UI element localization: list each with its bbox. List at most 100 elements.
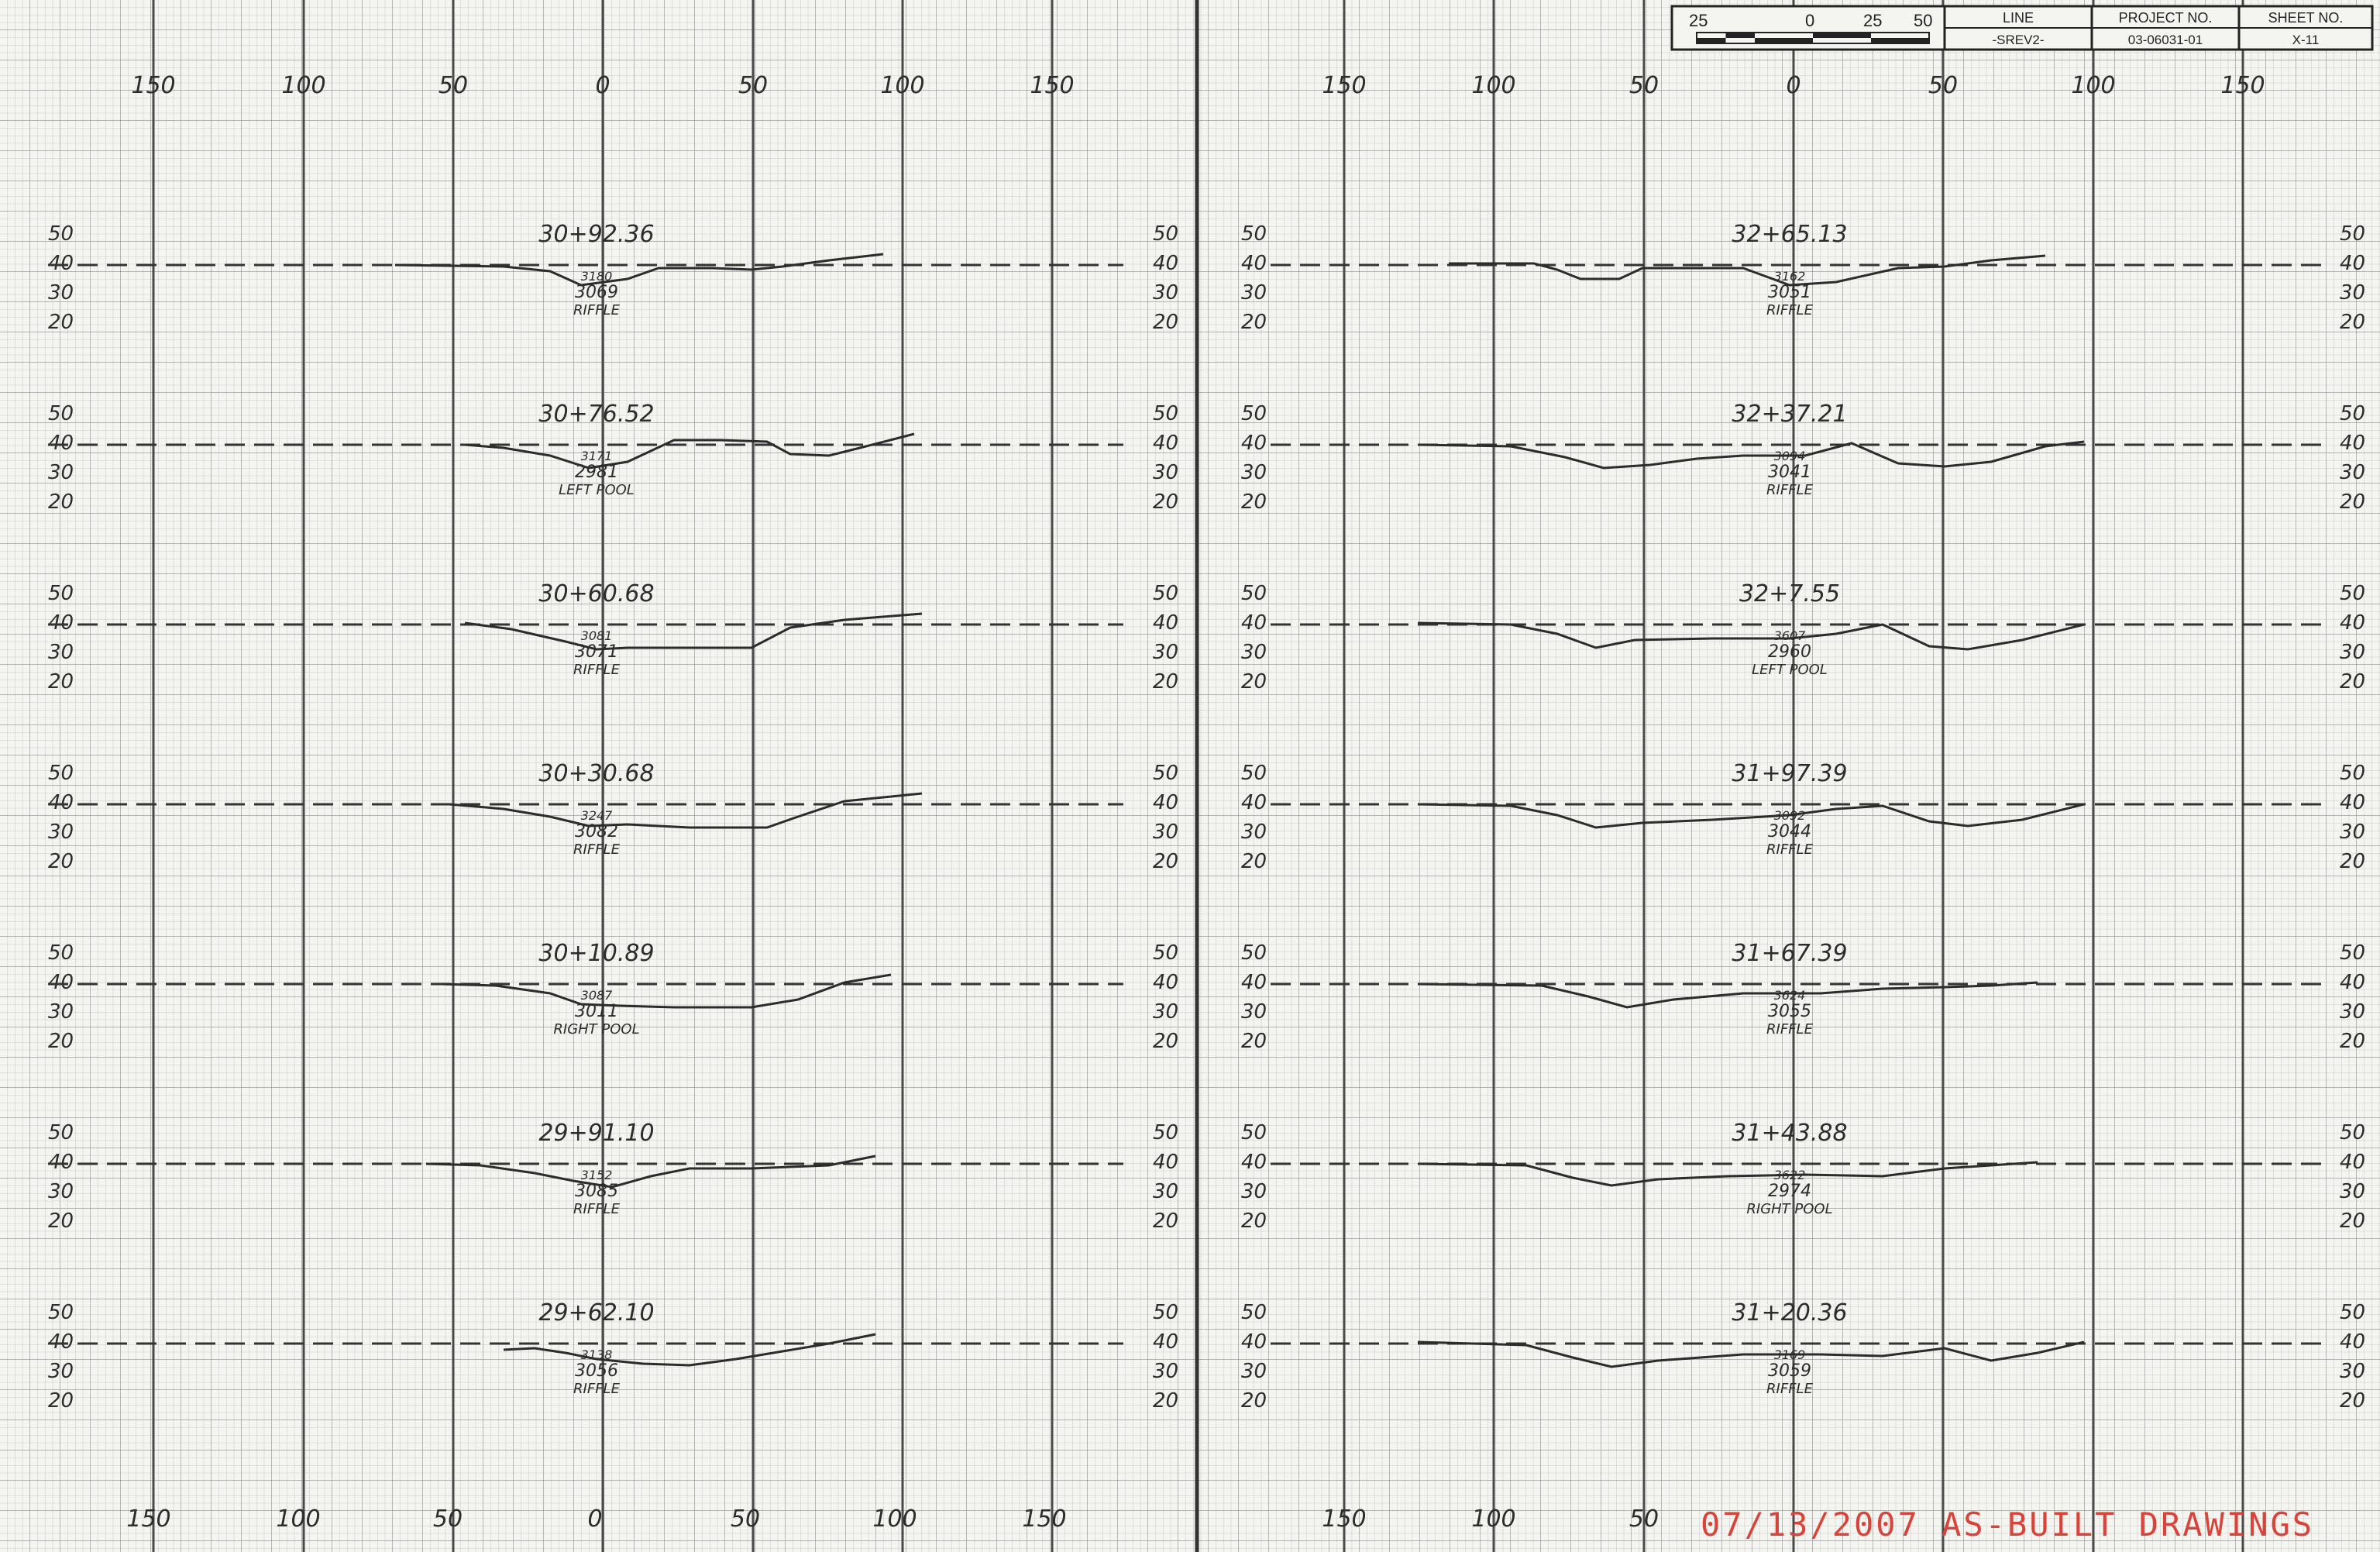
station-label: 32+37.21 xyxy=(1732,401,1847,428)
elevation-tick-label: 20 xyxy=(48,670,74,693)
feature-label: RIFFLE xyxy=(573,662,621,678)
elevation-tick-label: 30 xyxy=(48,1360,74,1383)
elevation-tick-label: 50 xyxy=(1241,762,1267,785)
elevation-tick-label: 40 xyxy=(2340,252,2365,275)
elevation-tick-label: 40 xyxy=(2340,1330,2365,1354)
elevation-tick-label: 50 xyxy=(1153,1301,1178,1324)
elevation-tick-label: 50 xyxy=(1153,762,1178,785)
elevation-tick-label: 40 xyxy=(1241,1330,1267,1354)
ground-profile-line xyxy=(1449,254,2046,287)
elevation-tick-label: 20 xyxy=(2340,1210,2365,1233)
elevation-tick-label: 50 xyxy=(2340,941,2365,965)
elevation-label: 3162 xyxy=(1774,269,1806,284)
elevation-label: 3059 xyxy=(1768,1361,1811,1381)
feature-label: RIGHT POOL xyxy=(1746,1201,1832,1217)
feature-label: RIFFLE xyxy=(1766,302,1814,318)
elevation-tick-label: 40 xyxy=(48,252,74,275)
elevation-tick-label: 30 xyxy=(48,281,74,305)
title-block: 25 0 25 50 LINE PROJECT NO. SHEET NO. -S… xyxy=(1670,5,2374,51)
elevation-tick-label: 40 xyxy=(1241,971,1267,994)
elevation-tick-label: 40 xyxy=(1153,611,1178,635)
elevation-tick-label: 40 xyxy=(1241,791,1267,814)
ground-profile-line xyxy=(1417,1340,2085,1368)
station-label: 30+60.68 xyxy=(538,580,654,607)
elevation-tick-label: 50 xyxy=(1241,582,1267,605)
elevation-tick-label: 40 xyxy=(1241,432,1267,455)
elevation-tick-label: 40 xyxy=(48,432,74,455)
elevation-label: 2960 xyxy=(1768,642,1811,662)
elevation-tick-label: 30 xyxy=(1153,1360,1178,1383)
elevation-tick-label: 40 xyxy=(48,1330,74,1354)
offset-tick-label: 50 xyxy=(1629,1506,1659,1533)
elevation-tick-label: 50 xyxy=(1153,222,1178,246)
elevation-tick-label: 50 xyxy=(2340,762,2365,785)
elevation-tick-label: 50 xyxy=(2340,1121,2365,1144)
elevation-label: 3247 xyxy=(581,808,614,823)
elevation-tick-label: 20 xyxy=(1241,1210,1267,1233)
offset-tick-label: 150 xyxy=(2220,72,2265,99)
ground-profile-line xyxy=(464,432,915,470)
elevation-tick-label: 40 xyxy=(1241,1151,1267,1174)
elevation-tick-label: 50 xyxy=(1153,941,1178,965)
elevation-tick-label: 40 xyxy=(2340,1151,2365,1174)
elevation-tick-label: 40 xyxy=(1153,971,1178,994)
elevation-tick-label: 50 xyxy=(1241,1121,1267,1144)
offset-tick-label: 50 xyxy=(433,1506,463,1533)
elevation-label: 3044 xyxy=(1768,822,1811,841)
elevation-tick-label: 50 xyxy=(2340,222,2365,246)
offset-tick-label: 100 xyxy=(1471,72,1515,99)
elevation-tick-label: 50 xyxy=(1241,402,1267,425)
elevation-label: 3152 xyxy=(581,1168,613,1182)
elevation-label: 3041 xyxy=(1768,463,1811,482)
elevation-tick-label: 20 xyxy=(2340,490,2365,514)
elevation-tick-label: 50 xyxy=(2340,402,2365,425)
ground-profile-line xyxy=(394,253,884,287)
elevation-tick-label: 20 xyxy=(1241,311,1267,334)
station-label: 30+10.89 xyxy=(538,940,654,967)
offset-labels-bottom-left: 150 100 50 0 50 100 150 xyxy=(126,1506,1066,1533)
offset-tick-label: 150 xyxy=(131,72,175,99)
elevation-label: 3607 xyxy=(1774,628,1807,643)
elevation-tick-label: 50 xyxy=(1241,222,1267,246)
elevation-tick-label: 50 xyxy=(2340,582,2365,605)
elevation-tick-label: 50 xyxy=(48,402,74,425)
elevation-tick-label: 20 xyxy=(1241,1389,1267,1413)
elevation-tick-label: 20 xyxy=(1241,1030,1267,1053)
elevation-tick-label: 30 xyxy=(2340,461,2365,484)
elevation-tick-label: 30 xyxy=(1153,821,1178,844)
elevation-tick-label: 30 xyxy=(48,1180,74,1203)
elevation-tick-label: 50 xyxy=(1241,941,1267,965)
feature-label: LEFT POOL xyxy=(559,482,635,498)
station-label: 31+97.39 xyxy=(1732,760,1847,787)
elevation-tick-label: 40 xyxy=(1153,1151,1178,1174)
elevation-tick-label: 50 xyxy=(48,222,74,246)
as-built-stamp: 07/13/2007 AS-BUILT DRAWINGS xyxy=(1701,1506,2314,1543)
station-label: 31+20.36 xyxy=(1732,1299,1847,1327)
elevation-label: 3082 xyxy=(575,822,618,841)
elevation-label: 3180 xyxy=(581,269,613,284)
elevation-tick-label: 40 xyxy=(48,1151,74,1174)
project-no-header: PROJECT NO. xyxy=(2119,10,2213,26)
elevation-tick-label: 40 xyxy=(2340,971,2365,994)
station-label: 30+76.52 xyxy=(538,401,654,428)
offset-labels-top-left: 150 100 50 0 50 100 150 xyxy=(131,72,1074,99)
ground-profile-line xyxy=(1417,440,2085,470)
ground-profile-line xyxy=(425,1155,876,1189)
elevation-label: 3069 xyxy=(575,283,618,302)
elevation-tick-label: 30 xyxy=(2340,1360,2365,1383)
elevation-tick-label: 20 xyxy=(2340,1389,2365,1413)
line-header: LINE xyxy=(2003,10,2034,26)
elevation-tick-label: 30 xyxy=(1241,1000,1267,1024)
offset-tick-label: 100 xyxy=(2071,72,2115,99)
